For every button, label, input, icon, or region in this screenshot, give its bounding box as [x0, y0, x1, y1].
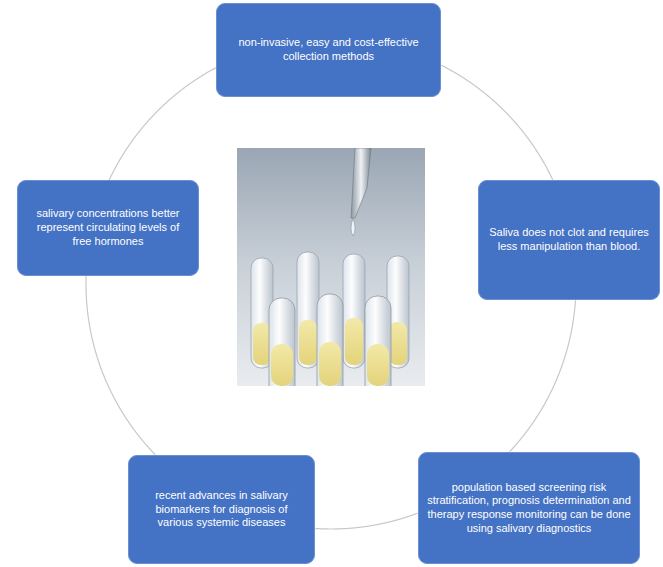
cycle-arc: [510, 300, 576, 452]
process-box: non-invasive, easy and cost-effective co…: [216, 3, 441, 97]
cycle-arc: [86, 276, 155, 455]
cycle-arc: [315, 513, 417, 529]
cycle-arc: [109, 68, 215, 180]
pipette: [351, 148, 371, 236]
box-text: non-invasive, easy and cost-effective co…: [225, 36, 432, 64]
box-text: recent advances in salivary biomarkers f…: [137, 489, 306, 530]
box-text: population based screening risk stratifi…: [427, 481, 631, 536]
process-box: recent advances in salivary biomarkers f…: [128, 455, 315, 564]
process-box: Saliva does not clot and requires less m…: [478, 180, 660, 300]
photo-ground: [237, 148, 425, 386]
cycle-arc: [441, 65, 552, 180]
front-tubes: [269, 294, 391, 386]
box-text: salivary concentrations better represent…: [26, 207, 190, 248]
box-text: Saliva does not clot and requires less m…: [487, 226, 651, 254]
process-box: salivary concentrations better represent…: [17, 180, 199, 276]
process-box: population based screening risk stratifi…: [418, 452, 640, 564]
test-tube-photo: [237, 148, 425, 386]
